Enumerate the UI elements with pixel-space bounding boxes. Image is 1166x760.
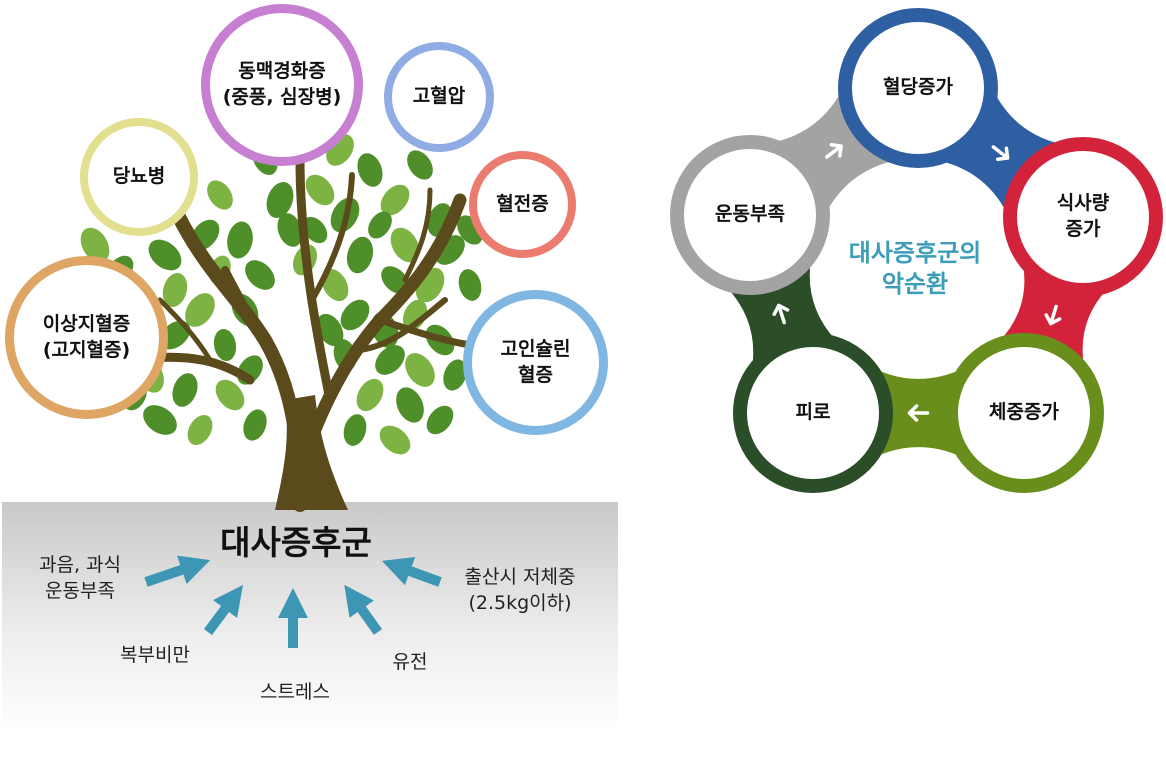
cause-lowbirth: 출산시 저체중 (2.5kg이하) bbox=[440, 565, 600, 616]
cause-arrows bbox=[144, 555, 442, 648]
leaf bbox=[380, 184, 410, 216]
cycle-center-line2: 악순환 bbox=[881, 270, 949, 299]
cause-stress-line1: 스트레스 bbox=[260, 681, 330, 703]
cycle-sublabel-food-intake: 증가 bbox=[1065, 218, 1101, 240]
leaf bbox=[443, 359, 467, 391]
cycle-arrow-icon bbox=[825, 142, 843, 159]
cycle-node-weight-gain: 체중증가 bbox=[944, 333, 1104, 493]
leaf bbox=[162, 272, 188, 308]
leaf bbox=[316, 313, 344, 347]
tree-trunk bbox=[275, 395, 348, 510]
cause-genetics-line1: 유전 bbox=[392, 651, 428, 673]
leaf bbox=[396, 387, 424, 423]
leaf bbox=[266, 181, 294, 219]
leaf bbox=[407, 150, 433, 180]
disease-label-arteriosclerosis: 동맥경화증 bbox=[238, 60, 326, 83]
cycle-arrow-icon bbox=[907, 404, 930, 422]
cycle-arrow-icon bbox=[772, 303, 790, 325]
cause-obesity: 복부비만 bbox=[100, 643, 210, 669]
leaf bbox=[187, 415, 213, 445]
leaf bbox=[215, 379, 245, 411]
cycle-arrow-icon bbox=[991, 145, 1010, 161]
arrow-overeating bbox=[144, 555, 211, 587]
leaf bbox=[227, 221, 253, 259]
leaf bbox=[356, 378, 384, 412]
cause-obesity-line1: 복부비만 bbox=[120, 644, 190, 666]
leaf bbox=[426, 405, 454, 435]
disease-label-hyperinsulinemia: 고인슐린 bbox=[500, 337, 571, 360]
leaf bbox=[458, 269, 482, 301]
leaf bbox=[213, 329, 237, 361]
leaf bbox=[405, 353, 435, 387]
leaf bbox=[368, 211, 392, 239]
leaf bbox=[245, 260, 275, 290]
cause-stress: 스트레스 bbox=[240, 680, 350, 706]
cycle-node-blood-sugar: 혈당증가 bbox=[838, 8, 998, 168]
cause-overeating-line2: 운동부족 bbox=[45, 579, 115, 602]
arrow-obesity bbox=[203, 584, 243, 635]
leaf bbox=[302, 216, 328, 244]
disease-sublabel-dyslipidemia: (고지혈증) bbox=[42, 338, 131, 361]
leaf bbox=[80, 227, 110, 263]
leaf bbox=[343, 414, 367, 446]
leaf bbox=[340, 299, 370, 331]
trunk-label: 대사증후군 bbox=[220, 523, 372, 562]
disease-bubble-hypertension: 고혈압 bbox=[384, 42, 494, 152]
disease-sublabel-arteriosclerosis: (중풍, 심장병) bbox=[222, 86, 342, 108]
leaf bbox=[346, 236, 374, 274]
cycle-node-no-exercise: 운동부족 bbox=[670, 135, 830, 295]
leaf bbox=[143, 405, 177, 435]
leaf bbox=[321, 268, 349, 302]
leaf bbox=[172, 373, 198, 407]
cause-lowbirth-line1: 출산시 저체중 bbox=[464, 566, 576, 588]
arrow-lowbirth bbox=[381, 557, 442, 587]
leaf bbox=[379, 425, 411, 455]
leaf bbox=[357, 153, 383, 187]
disease-label-hypertension: 고혈압 bbox=[412, 85, 466, 108]
leaf bbox=[185, 293, 215, 327]
leaf bbox=[375, 345, 405, 375]
cycle-label-blood-sugar: 혈당증가 bbox=[883, 76, 953, 99]
disease-bubble-arteriosclerosis: 동맥경화증 (중풍, 심장병) bbox=[201, 4, 363, 166]
disease-label-thrombosis: 혈전증 bbox=[496, 192, 549, 215]
cycle-arrow-icon bbox=[1044, 304, 1062, 326]
cycle-label-no-exercise: 운동부족 bbox=[715, 203, 785, 226]
leaf bbox=[277, 213, 303, 247]
disease-label-diabetes: 당뇨병 bbox=[112, 165, 166, 188]
leaf bbox=[207, 180, 233, 210]
disease-bubble-thrombosis: 혈전증 bbox=[469, 151, 576, 258]
cycle-label-fatigue: 피로 bbox=[795, 401, 831, 424]
cycle-label-weight-gain: 체중증가 bbox=[989, 401, 1059, 424]
leaf bbox=[305, 174, 335, 206]
leaf bbox=[243, 409, 267, 441]
leaf bbox=[148, 239, 182, 271]
cycle-node-fatigue: 피로 bbox=[733, 333, 893, 493]
leaf bbox=[390, 227, 420, 263]
cycle-center-line1: 대사증후군의 bbox=[848, 239, 982, 267]
disease-sublabel-hyperinsulinemia: 혈증 bbox=[518, 363, 553, 386]
cause-lowbirth-line2: (2.5kg이하) bbox=[468, 591, 572, 614]
arrow-genetics bbox=[344, 584, 383, 635]
cause-overeating-line1: 과음, 과식 bbox=[39, 554, 121, 576]
cycle-label-food-intake: 식사량 bbox=[1056, 192, 1110, 215]
disease-label-dyslipidemia: 이상지혈증 bbox=[42, 312, 131, 335]
disease-bubble-dyslipidemia: 이상지혈증 (고지혈증) bbox=[5, 256, 168, 419]
cause-genetics: 유전 bbox=[375, 650, 445, 676]
ground-band bbox=[2, 502, 618, 732]
disease-bubble-diabetes: 당뇨병 bbox=[80, 118, 198, 236]
cycle-center-title: 대사증후군의 악순환 bbox=[820, 238, 1010, 300]
